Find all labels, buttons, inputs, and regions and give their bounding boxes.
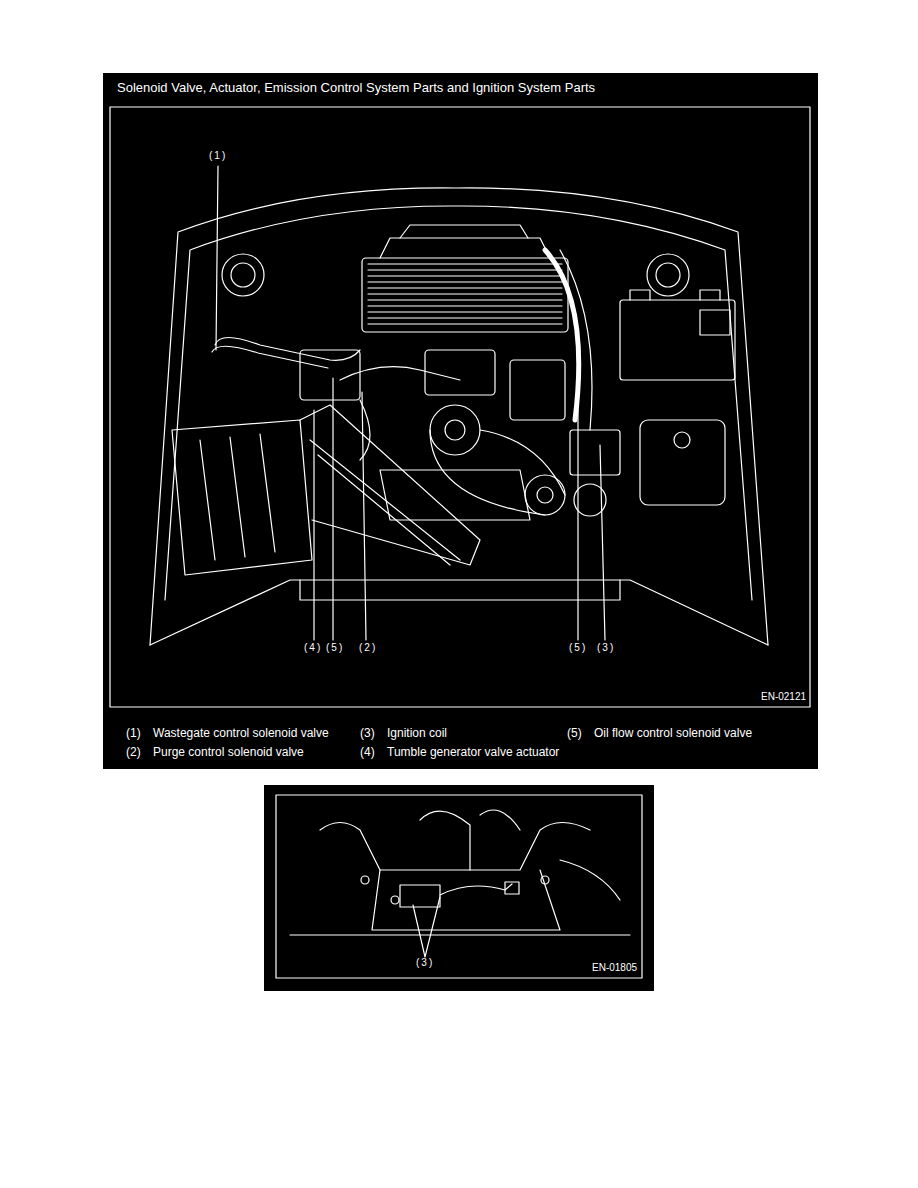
intercooler [400,225,528,238]
battery [620,300,735,380]
inset-illustration [361,876,369,884]
inset-illustration [413,897,440,957]
strut-tower [222,254,689,296]
battery [700,310,730,335]
air-intake [172,405,480,575]
inset-illustration [420,811,470,870]
hose [340,367,460,380]
battery [630,290,720,300]
legend-number: (1) [126,727,141,741]
inset-illustration [400,885,440,907]
engine-bay-outline [300,580,620,600]
engine-components [445,420,465,440]
inset-illustration [391,896,399,904]
engine-components [525,475,565,515]
strut-tower [647,254,689,296]
inset-illustration [320,823,590,871]
inset-illustration [505,882,519,894]
inset-illustration [541,876,549,884]
legend-number: (4) [360,746,375,760]
engine-components [380,470,530,520]
inset-illustration [372,870,560,930]
inset-illustration [480,810,520,830]
legend-text: Wastegate control solenoid valve [153,727,329,741]
figure-frame [110,107,810,978]
legend-number: (5) [567,727,582,741]
strut-tower [656,263,680,287]
legend-number: (2) [126,746,141,760]
callout-number: (1) [209,150,227,162]
intercooler [368,264,562,324]
callout-number: (3) [597,642,615,654]
inset-illustration [440,884,512,895]
inset-illustration [560,860,620,900]
legend-text: Purge control solenoid valve [153,746,304,760]
engine-components [425,350,495,395]
battery [620,290,735,380]
figure-frame [110,107,810,707]
intercooler [362,225,568,332]
leader-line [332,378,333,640]
inset-illustration [290,934,630,935]
engine-components [537,487,553,503]
legend-text: Oil flow control solenoid valve [594,727,752,741]
figure-title: Solenoid Valve, Actuator, Emission Contr… [117,81,595,96]
inset-illustration [290,810,630,957]
callout-number: (5) [326,642,344,654]
air-intake [200,434,275,560]
air-intake [172,420,312,575]
legend-text: Tumble generator valve actuator [387,746,559,760]
leader-line [362,392,366,640]
reservoir [640,420,725,505]
strut-tower [222,254,264,296]
callout-number: (3) [416,957,434,969]
engine-bay-outline [150,580,768,645]
callout-number: (2) [359,642,377,654]
leader-line [216,166,605,640]
engine-components [430,405,480,455]
legend-number: (3) [360,727,375,741]
reservoir [640,420,725,505]
hose [545,250,579,420]
callout-number: (5) [569,642,587,654]
figure-frame [276,795,642,978]
air-intake [300,405,480,565]
hose [212,250,592,460]
leader-line [216,166,218,350]
engine-components [300,350,620,520]
callout-number: (4) [304,642,322,654]
hose [215,338,360,361]
intercooler [362,258,568,332]
engine-bay-outline [150,188,768,645]
engine-bay-outline [165,206,752,600]
legend-text: Ignition coil [387,727,447,741]
engine-components [510,360,565,420]
engine-components [430,430,565,515]
reservoir [674,432,690,448]
engine-components [300,350,360,400]
engine-bay-outline [150,188,768,645]
strut-tower [231,263,255,287]
hose [360,400,370,460]
leader-line [313,410,314,640]
leader-line [600,445,605,640]
figure-code: EN-01805 [592,962,637,974]
intercooler [380,238,550,258]
figure-code: EN-02121 [761,691,806,703]
leader-line [577,392,578,640]
